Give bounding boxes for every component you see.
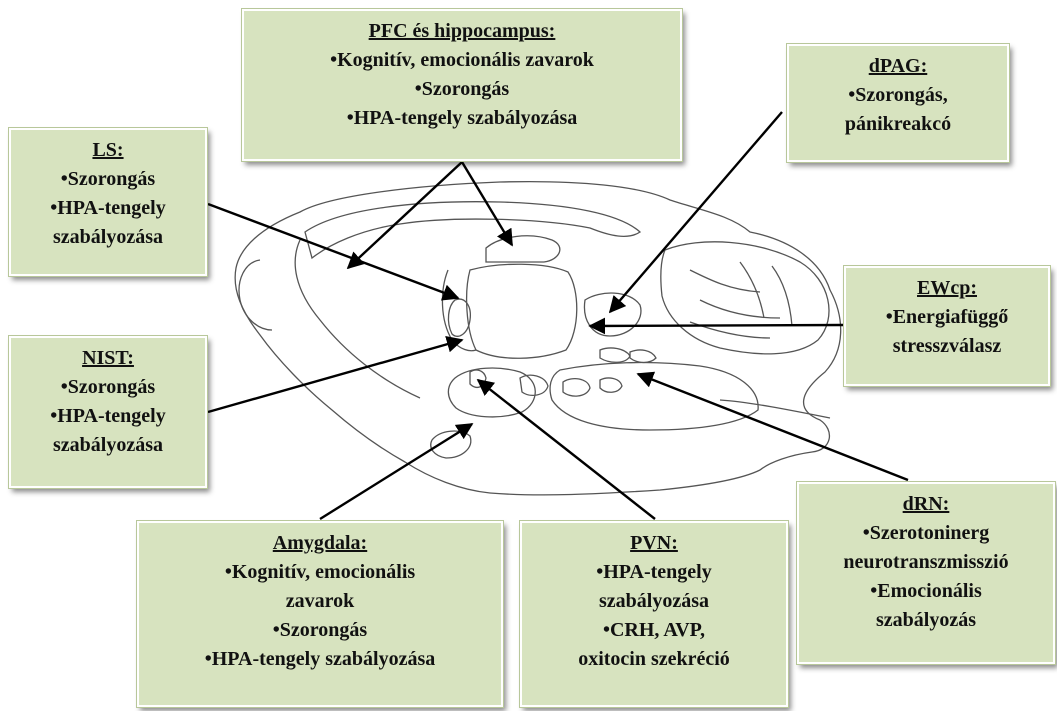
box-line: oxitocin szekréció bbox=[578, 645, 730, 674]
label-box-amygdala: Amygdala: •Kognitív, emocionális zavarok… bbox=[137, 521, 503, 707]
arrow-drn bbox=[638, 374, 908, 480]
box-title: dRN: bbox=[903, 490, 950, 519]
box-line: •Szerotoninerg bbox=[863, 519, 990, 548]
box-line: stresszválasz bbox=[893, 332, 1002, 361]
box-title: PVN: bbox=[630, 529, 678, 558]
arrow-pvn bbox=[478, 380, 655, 519]
box-line: •Emocionális bbox=[870, 577, 981, 606]
box-line: szabályozása bbox=[53, 223, 163, 252]
box-line: •HPA-tengely szabályozása bbox=[347, 104, 578, 133]
box-line: szabályozása bbox=[53, 431, 163, 460]
box-line: •Kognitív, emocionális zavarok bbox=[330, 46, 594, 75]
arrow-nist bbox=[208, 340, 462, 412]
box-line: •CRH, AVP, bbox=[603, 616, 705, 645]
arrow-ewcp bbox=[590, 325, 843, 326]
box-line: •Kognitív, emocionális bbox=[225, 558, 415, 587]
box-title: Amygdala: bbox=[273, 529, 367, 558]
box-line: •HPA-tengely bbox=[596, 558, 712, 587]
label-box-pfc-hippocampus: PFC és hippocampus: •Kognitív, emocionál… bbox=[242, 9, 682, 161]
box-line: neurotranszmisszió bbox=[843, 548, 1008, 577]
box-line: •HPA-tengely bbox=[50, 194, 166, 223]
box-title: PFC és hippocampus: bbox=[369, 17, 556, 46]
box-line: szabályozás bbox=[876, 606, 976, 635]
box-line: •Energiafüggő bbox=[886, 303, 1009, 332]
arrows bbox=[208, 112, 908, 519]
box-line: •Szorongás bbox=[61, 165, 155, 194]
arrow-pfc-to-hippocampus bbox=[462, 162, 512, 245]
box-line: •HPA-tengely szabályozása bbox=[205, 645, 436, 674]
box-title: dPAG: bbox=[869, 52, 928, 81]
box-line: •Szorongás bbox=[415, 75, 509, 104]
label-box-dpag: dPAG: •Szorongás, pánikreakcó bbox=[787, 44, 1009, 162]
arrow-pfc-to-cortex bbox=[348, 162, 462, 268]
label-box-pvn: PVN: •HPA-tengely szabályozása •CRH, AVP… bbox=[520, 521, 788, 707]
label-box-nist: NIST: •Szorongás •HPA-tengely szabályozá… bbox=[9, 336, 207, 488]
label-box-drn: dRN: •Szerotoninerg neurotranszmisszió •… bbox=[797, 482, 1055, 664]
label-box-ls: LS: •Szorongás •HPA-tengely szabályozása bbox=[9, 128, 207, 276]
brain-outline bbox=[235, 182, 841, 495]
box-title: LS: bbox=[92, 136, 123, 165]
arrow-amygdala bbox=[320, 424, 472, 519]
box-title: EWcp: bbox=[917, 274, 977, 303]
label-box-ewcp: EWcp: •Energiafüggő stresszválasz bbox=[844, 266, 1050, 386]
box-line: •Szorongás, bbox=[848, 81, 947, 110]
box-line: pánikreakcó bbox=[845, 110, 951, 139]
box-line: •Szorongás bbox=[61, 373, 155, 402]
box-title: NIST: bbox=[82, 344, 134, 373]
box-line: •HPA-tengely bbox=[50, 402, 166, 431]
box-line: zavarok bbox=[286, 587, 355, 616]
box-line: szabályozása bbox=[599, 587, 709, 616]
box-line: •Szorongás bbox=[273, 616, 367, 645]
